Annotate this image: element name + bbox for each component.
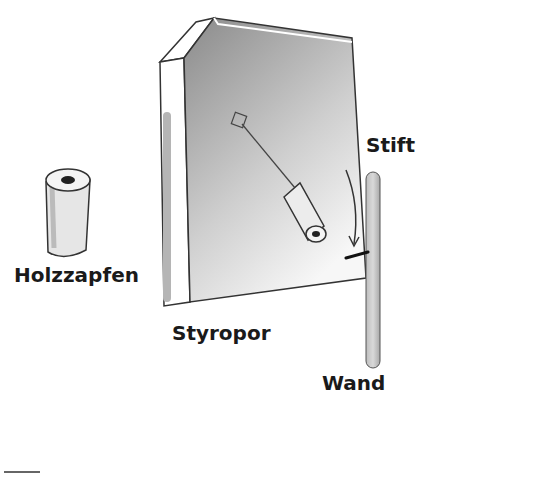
part-label: Wand: [322, 372, 385, 394]
wall: [346, 172, 380, 368]
wooden-peg: [46, 169, 90, 257]
part-label: Styropor: [172, 322, 271, 344]
stray-mark: [4, 471, 40, 473]
styrofoam-panel: [160, 18, 366, 306]
part-label: Holzzapfen: [14, 264, 139, 286]
part-label: Stift: [366, 134, 415, 156]
pin-arrow: [346, 170, 359, 246]
